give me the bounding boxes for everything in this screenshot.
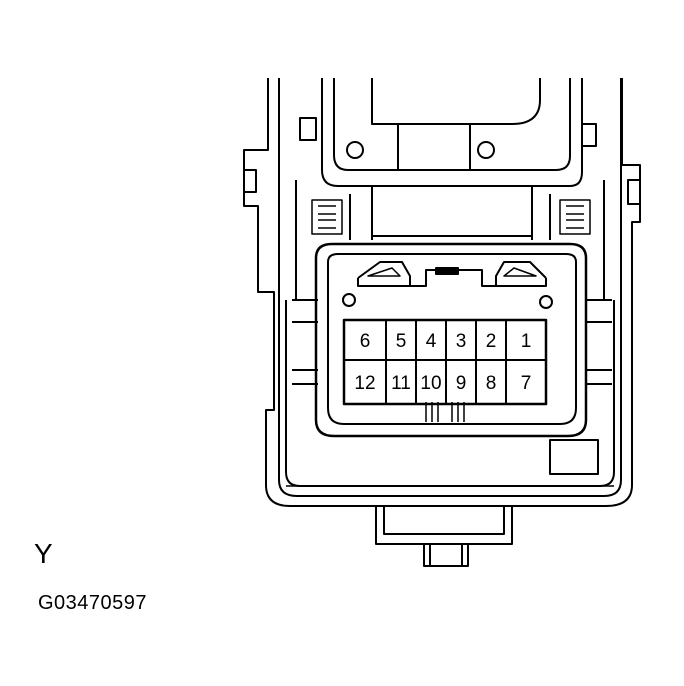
pin-grid xyxy=(342,318,548,406)
pin-labels: 6 5 4 3 2 1 12 11 10 9 8 7 xyxy=(354,331,531,394)
pin-5: 5 xyxy=(396,331,407,352)
switch-knob xyxy=(321,78,583,187)
pin-3: 3 xyxy=(456,331,467,352)
pin-7: 7 xyxy=(521,373,532,394)
pin-9: 9 xyxy=(456,373,467,394)
pin-10: 10 xyxy=(420,373,441,394)
pin-1: 1 xyxy=(521,331,532,352)
connector-housing xyxy=(314,242,588,438)
pin-11: 11 xyxy=(391,373,411,394)
pin-12: 12 xyxy=(354,373,375,394)
bottom-plug xyxy=(375,506,513,567)
figure-code-label: G03470597 xyxy=(38,592,148,614)
pin-4: 4 xyxy=(426,331,437,352)
housing-outline xyxy=(243,78,641,507)
connector-id-label: Y xyxy=(34,538,53,569)
pin-8: 8 xyxy=(486,373,497,394)
pin-6: 6 xyxy=(360,331,371,352)
pin-2: 2 xyxy=(486,331,497,352)
connector-neck xyxy=(311,186,591,240)
